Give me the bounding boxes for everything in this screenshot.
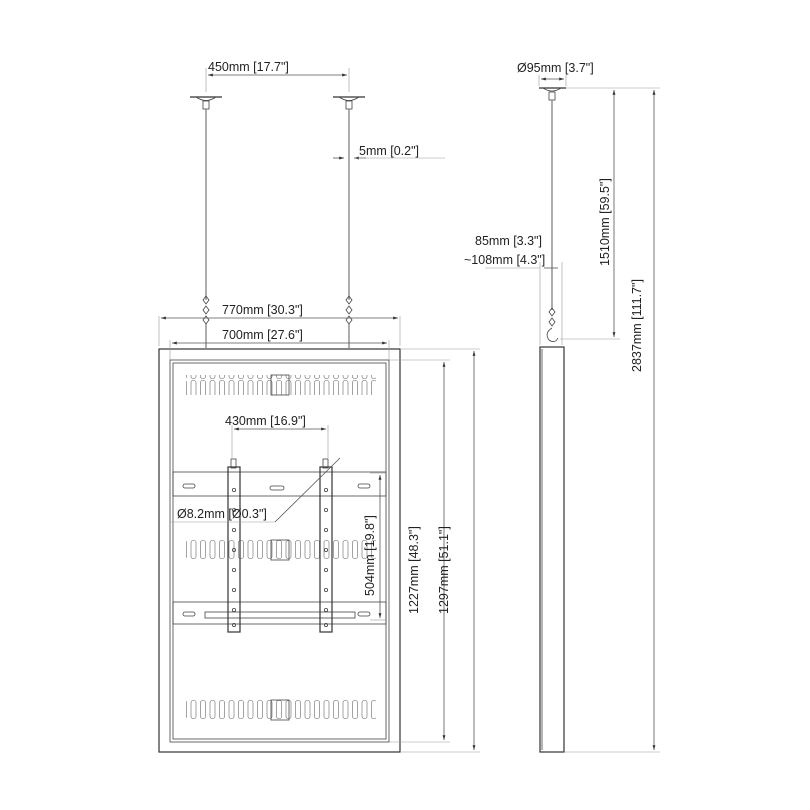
vesa-bracket-left: [227, 458, 241, 633]
vent-slots-bottom: [186, 700, 376, 720]
label-depth: 85mm [3.3"]: [475, 234, 542, 248]
ceiling-mount-left: [190, 96, 222, 348]
mounting-rail-bottom: [172, 601, 387, 625]
label-inner-height: 1227mm [48.3"]: [407, 526, 421, 614]
label-outer-width: 770mm [30.3"]: [222, 303, 303, 317]
label-total-height: 2837mm [111.7"]: [630, 279, 644, 372]
ceiling-mount-right: [333, 96, 365, 348]
enclosure-side-profile: [539, 346, 565, 753]
enclosure-outer-frame: [158, 348, 401, 753]
label-vesa-vertical: 504mm [19.8"]: [363, 515, 377, 596]
side-view: [485, 75, 660, 753]
label-outer-height: 1297mm [51.1"]: [437, 526, 451, 614]
label-depth-with-hook: ~108mm [4.3"]: [464, 253, 545, 267]
label-vesa-horizontal: 430mm [16.9"]: [225, 414, 306, 428]
vesa-bracket-right: [319, 458, 333, 633]
mounting-rail-top: [172, 471, 387, 497]
vent-slots-top: [186, 375, 376, 395]
vent-slots-middle: [186, 540, 376, 560]
front-view: [158, 68, 480, 753]
enclosure-inner-frame: [169, 359, 390, 743]
label-inner-width: 700mm [27.6"]: [222, 328, 303, 342]
label-cable-diameter: 5mm [0.2"]: [359, 144, 419, 158]
label-cable-spacing: 450mm [17.7"]: [208, 60, 289, 74]
label-hole-diameter: Ø8.2mm [Ø0.3"]: [177, 507, 267, 521]
label-cable-length: 1510mm [59.5"]: [598, 178, 612, 266]
label-ceiling-plate-diameter: Ø95mm [3.7"]: [517, 61, 594, 75]
